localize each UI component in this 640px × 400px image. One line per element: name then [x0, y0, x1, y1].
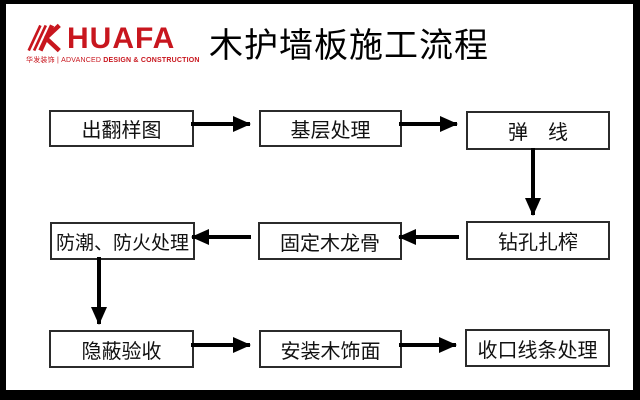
logo-top: HUAFA [26, 22, 196, 54]
logo-brand-text: HUAFA [67, 22, 176, 55]
flow-step-9: 收口线条处理 [465, 329, 610, 367]
logo-tagline-bold: DESIGN & CONSTRUCTION [103, 57, 200, 64]
flow-step-7: 隐蔽验收 [49, 330, 194, 368]
flow-step-1: 出翻样图 [49, 110, 194, 147]
slide-canvas: HUAFA 华发装饰 | ADVANCED DESIGN & CONSTRUCT… [6, 4, 633, 390]
flow-step-5: 固定木龙骨 [258, 222, 402, 260]
huafa-k-icon [27, 23, 61, 53]
flow-step-3: 弹 线 [466, 111, 610, 150]
huafa-logo: HUAFA 华发装饰 | ADVANCED DESIGN & CONSTRUCT… [26, 22, 200, 65]
flow-step-6: 防潮、防火处理 [50, 222, 195, 260]
logo-tagline: 华发装饰 | ADVANCED DESIGN & CONSTRUCTION [26, 57, 200, 65]
flow-step-8: 安装木饰面 [259, 330, 402, 368]
flow-step-4: 钻孔扎榨 [466, 221, 610, 260]
flow-step-2: 基层处理 [259, 110, 402, 147]
logo-tagline-left: 华发装饰 | ADVANCED [26, 57, 102, 64]
page-title: 木护墙板施工流程 [209, 27, 489, 65]
